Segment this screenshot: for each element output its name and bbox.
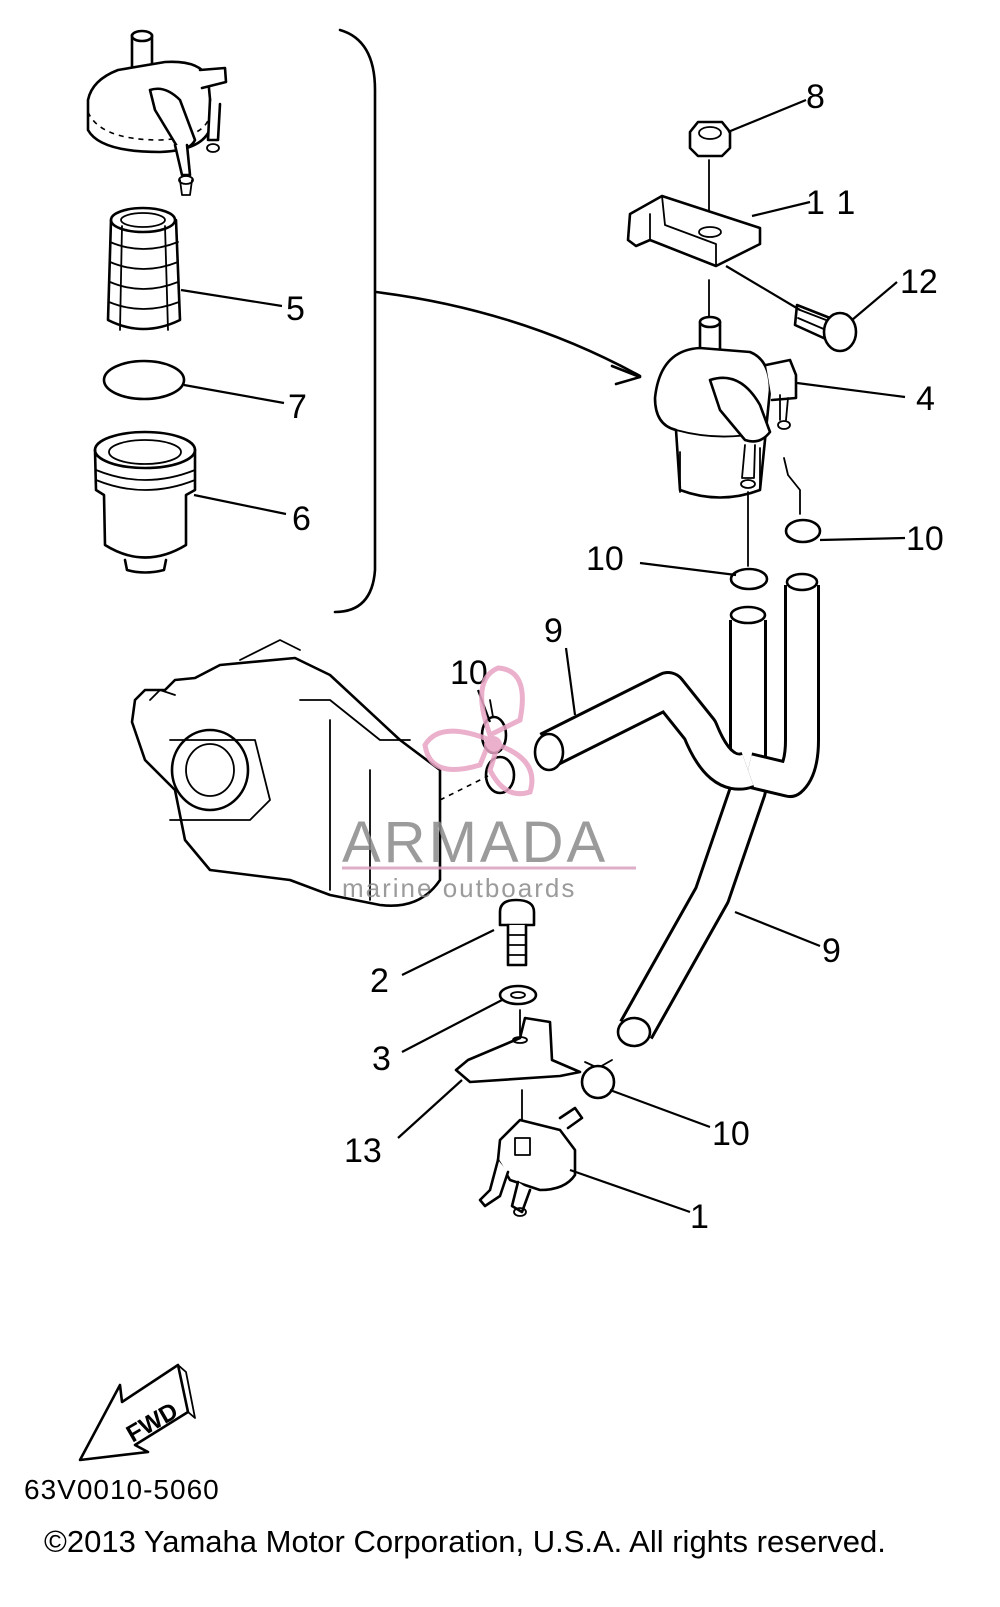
hose-clip-upper-right [783,457,822,544]
leader-lines [180,98,906,1214]
callout-8: 8 [806,78,825,116]
callout-7: 7 [288,388,307,426]
callout-10-lower: 10 [712,1115,750,1153]
arrow-head [610,364,642,386]
fwd-arrow: FWD [78,1363,196,1462]
armada-watermark: ARMADA marine outboards [342,665,636,903]
callout-2: 2 [370,962,389,1000]
callout-numbers: 1 2 3 4 5 6 7 8 9 9 10 10 10 10 11 12 13 [286,78,944,1236]
callout-5: 5 [286,290,305,328]
fuel-filter-assembled [626,120,858,499]
callout-10-left: 10 [586,540,624,578]
callout-3: 3 [372,1040,391,1078]
nut [688,120,732,158]
mounting-plate [454,1009,582,1131]
fuel-joint [478,1106,584,1217]
callout-6: 6 [292,500,311,538]
filter-cap [86,29,228,196]
group-arrow [374,290,642,378]
watermark-brand: ARMADA [342,810,608,875]
callout-9-lower: 9 [822,932,841,970]
watermark-tagline: marine outboards [342,873,576,903]
bolt [498,898,536,967]
filter-assembly-exploded [86,28,642,614]
washer [498,984,538,1006]
fuel-hoses [533,572,820,1048]
callout-1: 1 [690,1198,709,1236]
hose-clip-upper-left [729,491,769,591]
propeller-logo [422,665,535,797]
hose-clip-lower [580,1059,616,1100]
callout-12: 12 [900,263,938,301]
callout-4: 4 [916,380,935,418]
filter-cup [93,430,197,574]
diagram-code: 63V0010-5060 [24,1474,220,1505]
callout-10-right: 10 [906,520,944,558]
callout-9-upper: 9 [544,612,563,650]
group-brace [333,28,377,614]
o-ring [102,359,186,401]
callout-13: 13 [344,1132,382,1170]
carburetor [130,639,516,907]
screw [793,303,858,353]
callout-11: 11 [806,184,869,222]
copyright-notice: ©2013 Yamaha Motor Corporation, U.S.A. A… [44,1524,886,1559]
bracket [626,194,762,268]
filter-element [106,206,182,331]
